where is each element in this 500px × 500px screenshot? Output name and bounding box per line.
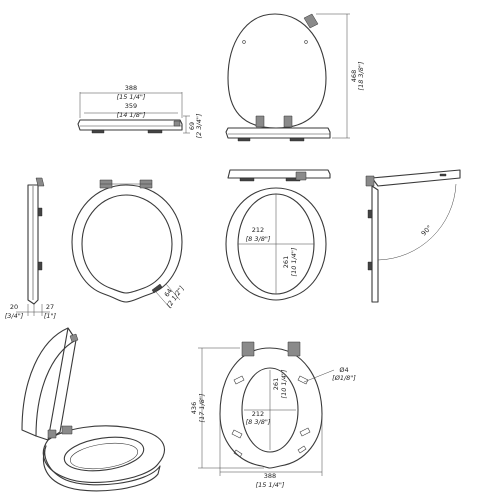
- dim-top-width: 388: [125, 84, 137, 92]
- view-side-elevation: 388 [15 1/4"] 359 [14 1/8"] 69 [2 3/4"]: [77, 84, 203, 138]
- dim-bottom-open-length-in: [10 1/4"]: [280, 369, 288, 398]
- view-seat-opening: 212 [8 3/8"] 261 [10 1/4"]: [225, 169, 331, 301]
- dim-top-width-in: [15 1/4"]: [117, 93, 146, 101]
- dim-hinge-spacing: 64: [163, 287, 174, 298]
- dim-open-angle: 90°: [420, 224, 434, 238]
- dim-total-length-in: [18 3/8"]: [357, 61, 365, 90]
- dim-opening-width-in: [8 3/8"]: [246, 235, 271, 243]
- dim-bottom-open-width: 212: [252, 410, 264, 418]
- dim-bottom-width: 388: [264, 472, 276, 480]
- dim-opening-length: 261: [282, 256, 290, 268]
- dim-hinge-right-in: [1"]: [44, 312, 57, 320]
- dim-side-height-in: [2 3/4"]: [195, 113, 203, 138]
- dim-side-height: 69: [188, 122, 196, 130]
- view-right-profile: 90°: [365, 169, 461, 303]
- view-isometric-open: [21, 327, 165, 492]
- dim-bottom-open-length: 261: [272, 378, 280, 390]
- dim-bottom-length: 436: [190, 402, 198, 414]
- dim-opening-length-in: [10 1/4"]: [290, 247, 298, 276]
- dim-bolt-diameter-in: [Ø1/8"]: [332, 374, 356, 382]
- dim-bottom-width-in: [15 1/4"]: [256, 481, 285, 489]
- view-back-elevation: 468 [18 3/8"]: [225, 13, 365, 142]
- dim-total-length: 468: [350, 70, 358, 82]
- dim-bottom-length-in: [17 1/8"]: [198, 393, 206, 422]
- dim-inner-width: 359: [125, 102, 137, 110]
- view-bottom: 212 [8 3/8"] 261 [10 1/4"] 436 [17 1/8"]…: [190, 341, 356, 489]
- dim-bottom-open-width-in: [8 3/8"]: [246, 418, 271, 426]
- dim-hinge-right: 27: [46, 303, 54, 311]
- dim-bolt-diameter: Ø4: [339, 366, 348, 374]
- dim-hinge-left-in: [3/4"]: [5, 312, 24, 320]
- view-seat-ring: 64 [2 1/2"]: [71, 179, 186, 309]
- dim-hinge-left: 20: [10, 303, 18, 311]
- view-left-edge: 20 [3/4"] 27 [1"]: [5, 177, 57, 320]
- dim-inner-width-in: [14 1/8"]: [117, 111, 146, 119]
- dim-opening-width: 212: [252, 226, 264, 234]
